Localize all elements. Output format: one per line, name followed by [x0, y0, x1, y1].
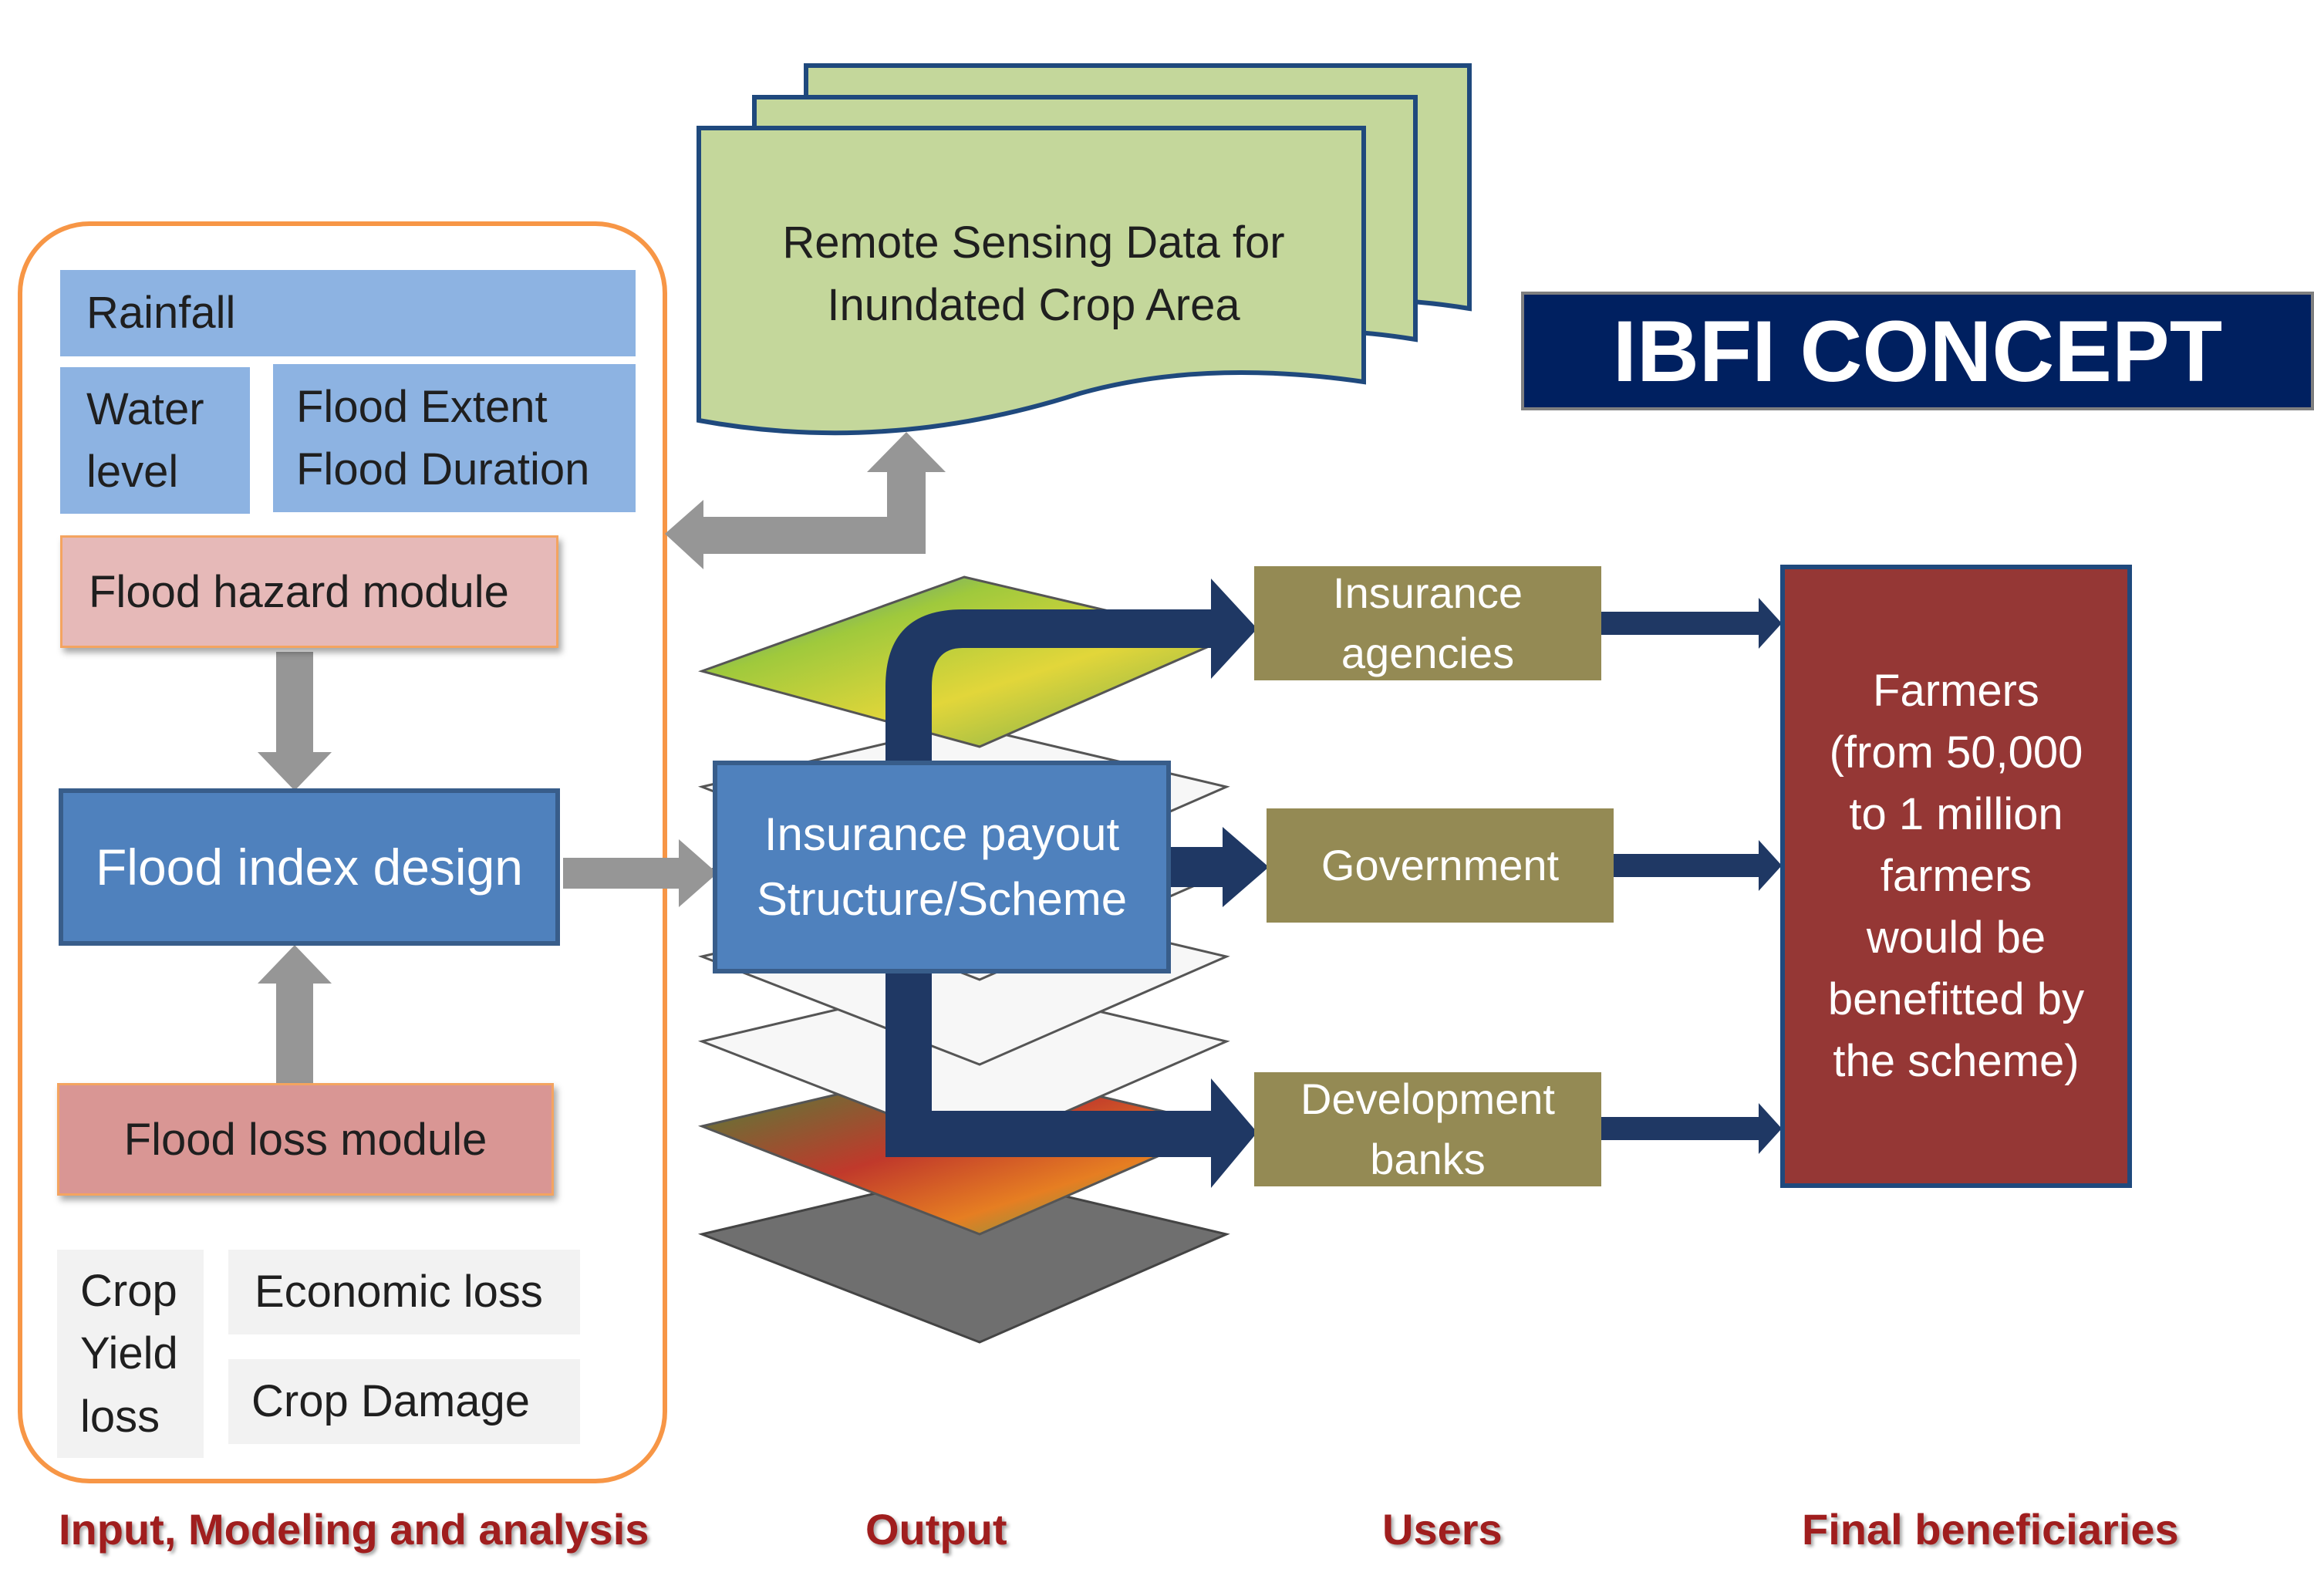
- government-box: Government: [1267, 808, 1614, 923]
- input-panel-outline: [18, 221, 667, 1483]
- footer-users-label: Users: [1382, 1505, 1503, 1554]
- footer-output-label: Output: [865, 1505, 1007, 1554]
- grey-arrows: [258, 432, 946, 1084]
- footer-input-label: Input, Modeling and analysis: [59, 1505, 649, 1554]
- flood-hazard-module: Flood hazard module: [60, 535, 558, 648]
- farmers-box: Farmers (from 50,000 to 1 million farmer…: [1780, 565, 2132, 1188]
- remote-sensing-label: Remote Sensing Data for Inundated Crop A…: [782, 217, 1285, 330]
- crop-yield-loss-box: Crop Yield loss: [57, 1250, 204, 1458]
- footer-final-label: Final beneficiaries: [1802, 1505, 2179, 1554]
- remote-sensing-doc-stack: [697, 63, 1472, 436]
- navy-arrows: [885, 579, 1782, 1188]
- page-title: IBFI CONCEPT: [1521, 292, 2314, 410]
- economic-loss-box: Economic loss: [228, 1250, 580, 1334]
- development-banks-box: Development banks: [1254, 1072, 1601, 1186]
- insurance-agencies-box: Insurance agencies: [1254, 566, 1601, 680]
- insurance-payout-box: Insurance payout Structure/Scheme: [713, 761, 1171, 973]
- flood-loss-module: Flood loss module: [57, 1083, 554, 1196]
- water-level-box: Water level: [60, 367, 250, 514]
- flood-index-design: Flood index design: [59, 788, 560, 946]
- crop-damage-box: Crop Damage: [228, 1359, 580, 1444]
- flood-extent-box: Flood Extent Flood Duration: [273, 364, 636, 512]
- rainfall-box: Rainfall: [60, 270, 636, 356]
